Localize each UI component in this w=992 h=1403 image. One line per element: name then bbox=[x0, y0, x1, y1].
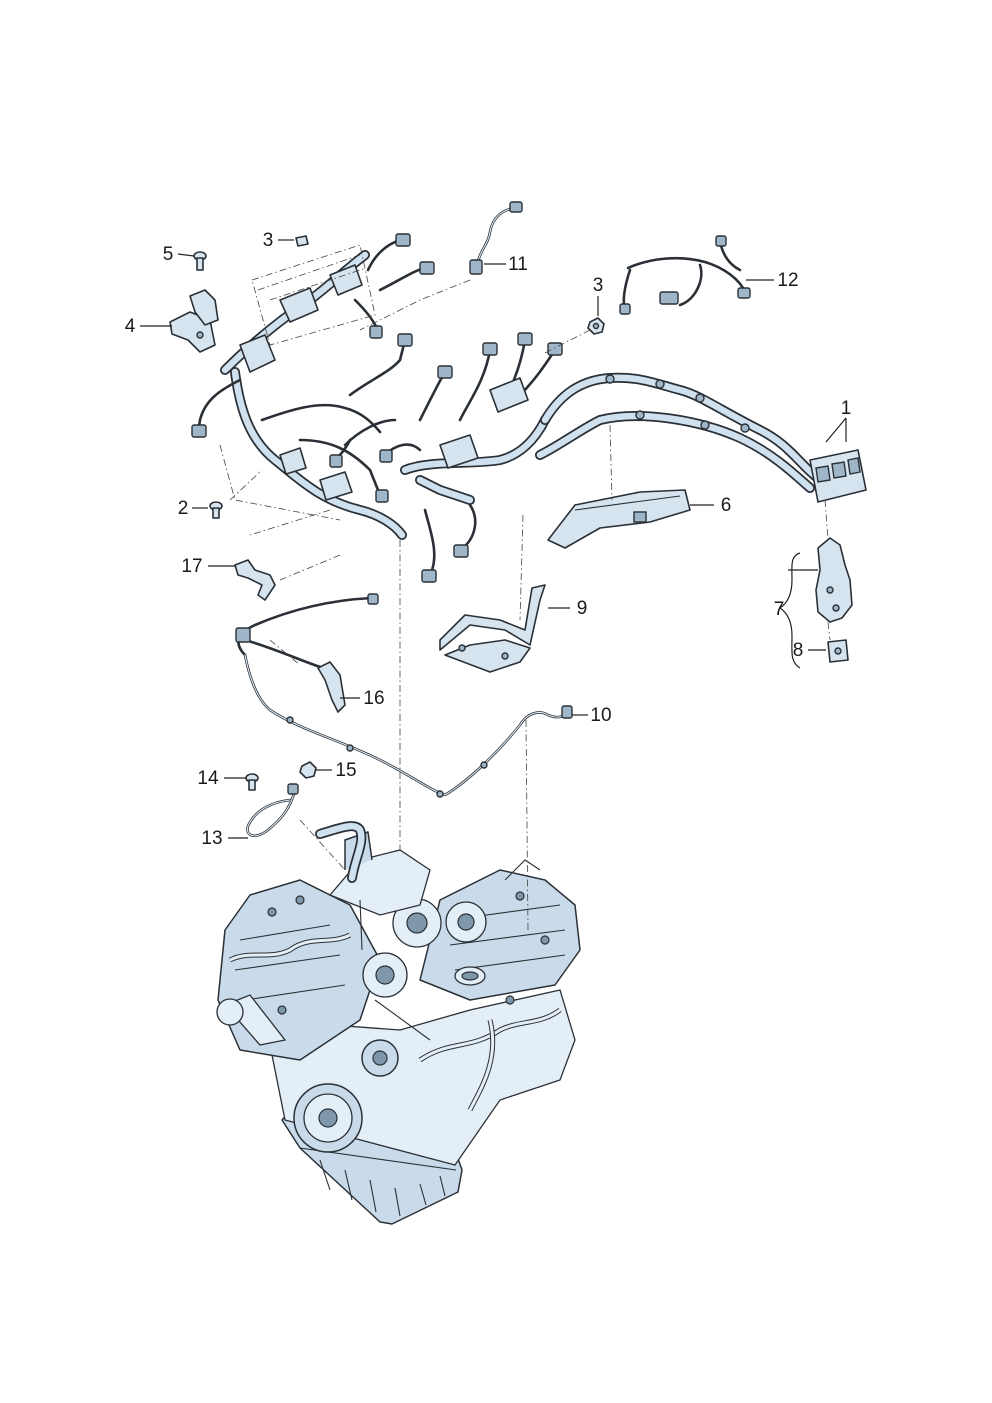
part-13-sensor-lead bbox=[246, 783, 299, 838]
part-2-bolt bbox=[209, 501, 223, 519]
part-8-clip-nut bbox=[827, 639, 849, 663]
callout-16: 16 bbox=[363, 688, 384, 709]
callout-13: 13 bbox=[201, 828, 222, 849]
part-14-bolt bbox=[245, 773, 259, 791]
part-15-nut bbox=[299, 761, 317, 779]
part-16-bracket bbox=[317, 661, 346, 713]
part-12-harness bbox=[619, 235, 751, 315]
main-wiring-harness bbox=[191, 233, 867, 583]
callout-15: 15 bbox=[335, 760, 356, 781]
part-7-bracket bbox=[815, 537, 853, 623]
callout-11: 11 bbox=[508, 254, 528, 275]
assembly-lines bbox=[219, 244, 831, 931]
part-17-sensor bbox=[234, 559, 276, 601]
callout-10: 10 bbox=[590, 705, 611, 726]
part-11-sensor-lead bbox=[469, 201, 523, 275]
callout-4: 4 bbox=[125, 316, 136, 337]
engine-assembly bbox=[216, 831, 581, 1225]
callout-5: 5 bbox=[163, 244, 174, 265]
callout-9: 9 bbox=[577, 598, 588, 619]
part-3-clip-upper bbox=[295, 235, 309, 247]
callout-8: 8 bbox=[793, 640, 804, 661]
callout-12: 12 bbox=[777, 270, 798, 291]
part-3-nut bbox=[587, 317, 605, 335]
coolant-hose bbox=[315, 821, 367, 883]
leader-lines bbox=[140, 239, 847, 839]
callout-3-nut: 3 bbox=[593, 275, 604, 296]
callout-6: 6 bbox=[721, 495, 732, 516]
callout-2: 2 bbox=[178, 498, 189, 519]
callout-1: 1 bbox=[841, 398, 852, 419]
part-6-cable-duct bbox=[547, 489, 691, 549]
part-10-harness bbox=[235, 593, 573, 798]
part-9-bracket bbox=[439, 584, 546, 673]
callout-3-upper: 3 bbox=[263, 230, 274, 251]
callout-7: 7 bbox=[774, 599, 785, 620]
callout-labels: 1 2 3 3 4 5 6 7 8 9 10 11 12 13 14 15 16… bbox=[125, 230, 852, 849]
callout-14: 14 bbox=[197, 768, 219, 789]
part-4-bracket bbox=[169, 289, 219, 353]
callout-17: 17 bbox=[181, 556, 202, 577]
part-5-bolt bbox=[193, 251, 207, 271]
